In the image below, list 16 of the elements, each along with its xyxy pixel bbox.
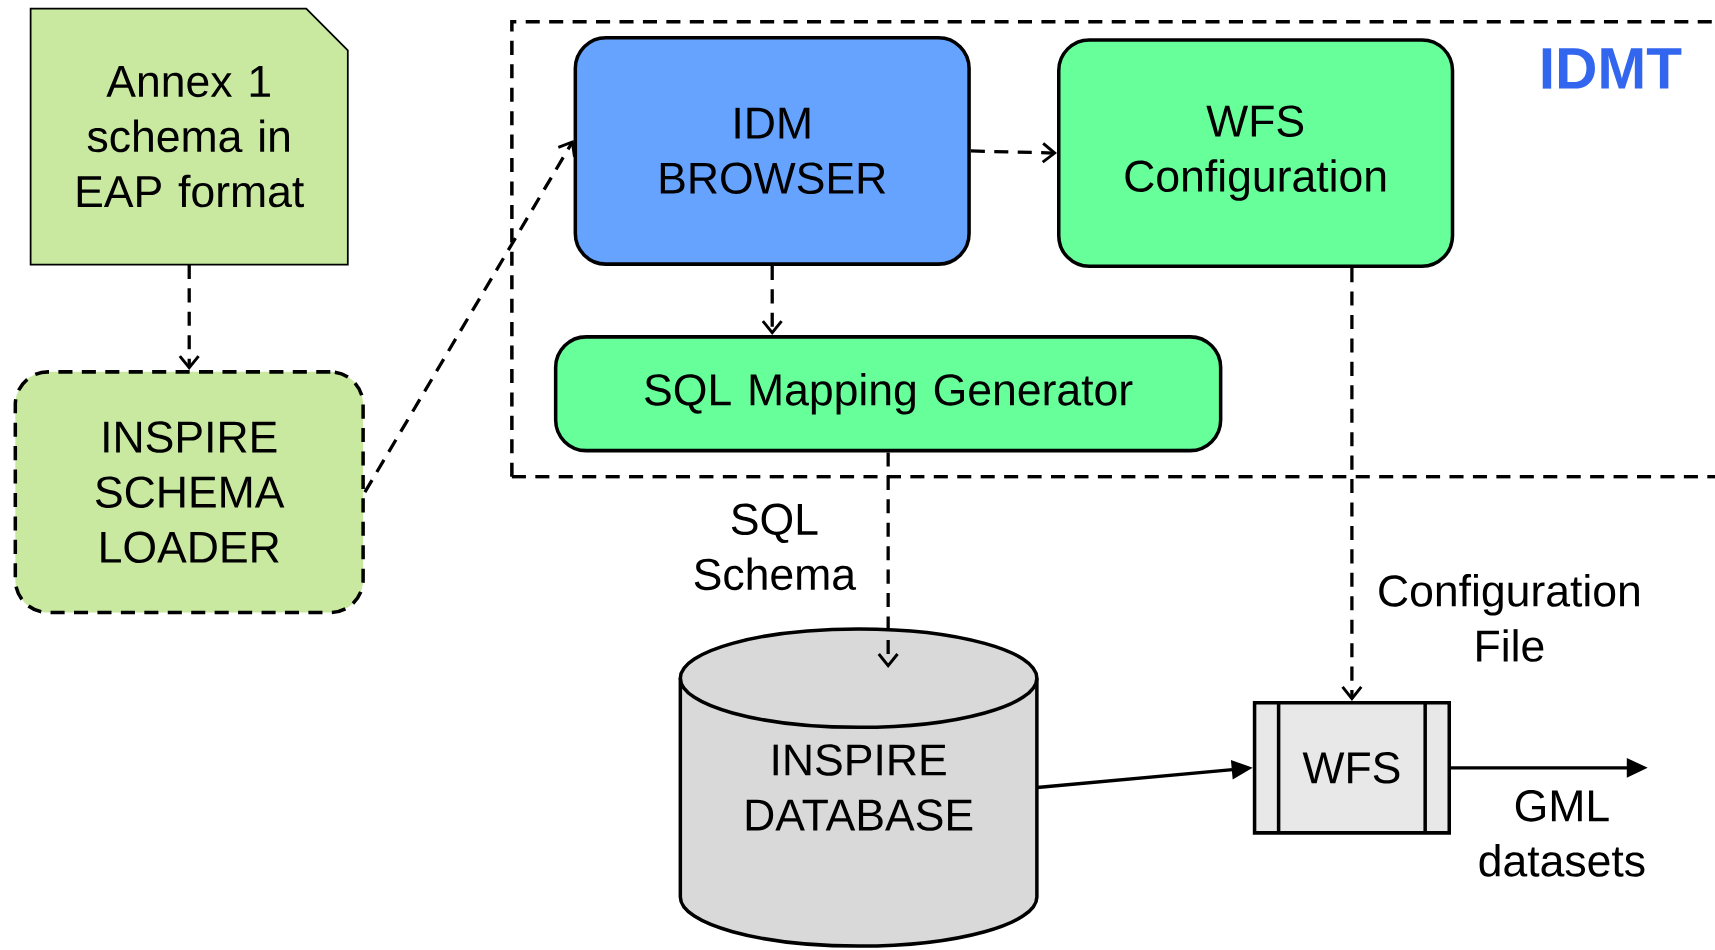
arrow <box>1341 267 1363 701</box>
edge-label: SQL Schema <box>694 503 857 590</box>
edge-label: Configuration File <box>1379 573 1639 662</box>
process-box: IDM BROWSER <box>573 35 971 266</box>
arrow <box>761 265 783 335</box>
process-box: SQL Mapping Generator <box>553 334 1223 453</box>
database-cylinder: INSPIRE DATABASE <box>678 626 1039 948</box>
arrow <box>363 139 576 493</box>
arrow <box>877 452 899 668</box>
edge-label: GML datasets <box>1479 789 1645 877</box>
arrow <box>970 142 1057 164</box>
process-box: WFS Configuration <box>1057 37 1455 268</box>
process-box: INSPIRE SCHEMA LOADER <box>13 369 365 614</box>
note-box: Annex 1 schema in EAP format <box>29 7 349 266</box>
arrow <box>178 264 200 370</box>
service-box: WFS <box>1252 700 1451 835</box>
